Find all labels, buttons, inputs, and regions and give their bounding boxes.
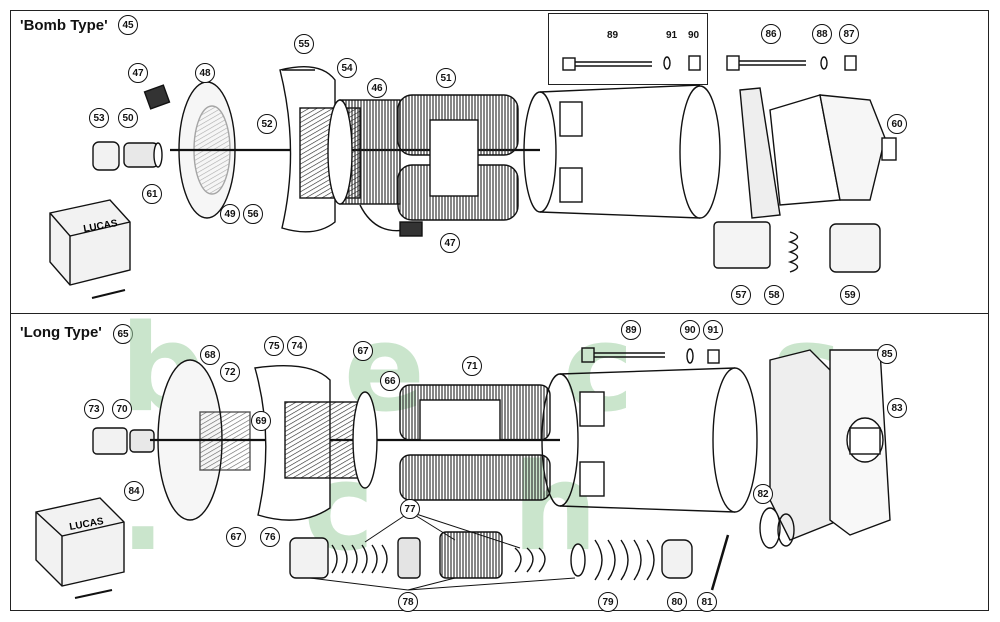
nut-91: [707, 349, 720, 364]
callout-68: 68: [200, 345, 220, 365]
armature-66: [284, 391, 378, 489]
callout-48: 48: [195, 63, 215, 83]
inset-box: [548, 13, 708, 85]
yoke-long: [541, 367, 758, 513]
sleeve-78: [289, 537, 329, 579]
callout-53: 53: [89, 108, 109, 128]
callout-79: 79: [598, 592, 618, 612]
bush-53: [92, 141, 120, 171]
callout-73: 73: [84, 399, 104, 419]
callout-77: 77: [400, 499, 420, 519]
drive-bracket-85: [769, 349, 891, 541]
callout-69: 69: [251, 411, 271, 431]
screw: [91, 289, 126, 299]
through-bolt-89: [581, 347, 665, 363]
callout-58: 58: [764, 285, 784, 305]
inset-label-89: 89: [607, 30, 619, 41]
collar-78: [397, 537, 421, 579]
inset-label-90: 90: [688, 30, 700, 41]
callout-74: 74: [287, 336, 307, 356]
inset-washer: [663, 56, 671, 70]
spring-77b: [514, 547, 546, 573]
nut-87: [844, 55, 857, 71]
callout-55: 55: [294, 34, 314, 54]
inset-label-91: 91: [666, 30, 678, 41]
field-coils-51: [397, 94, 519, 221]
callout-72: 72: [220, 362, 240, 382]
section-ref-bomb: 45: [118, 15, 138, 35]
spring-79: [594, 539, 655, 581]
callout-86: 86: [761, 24, 781, 44]
nut-80: [661, 539, 693, 579]
yoke: [523, 84, 721, 219]
callout-52: 52: [257, 114, 277, 134]
callout-67b: 67: [226, 527, 246, 547]
bush-50: [123, 142, 163, 168]
field-coils-71: [399, 384, 551, 501]
callout-56: 56: [243, 204, 263, 224]
callout-81: 81: [697, 592, 717, 612]
section-title-long: 'Long Type': [20, 324, 102, 341]
callout-82: 82: [753, 484, 773, 504]
callout-70: 70: [112, 399, 132, 419]
inset-bolt: [562, 57, 652, 71]
section-ref-long: 65: [113, 324, 133, 344]
callout-66: 66: [380, 371, 400, 391]
through-bolt-86: [726, 55, 806, 71]
split-pin-81: [710, 534, 730, 591]
callout-47: 47: [128, 63, 148, 83]
callout-67: 67: [353, 341, 373, 361]
callout-78: 78: [398, 592, 418, 612]
section-divider: [10, 313, 989, 314]
callout-91: 91: [703, 320, 723, 340]
screw-long: [74, 589, 113, 599]
callout-75: 75: [264, 336, 284, 356]
callout-84: 84: [124, 481, 144, 501]
pinion-57: [713, 221, 771, 269]
washer-90: [686, 348, 694, 364]
callout-49: 49: [220, 204, 240, 224]
callout-54: 54: [337, 58, 357, 78]
callout-87: 87: [839, 24, 859, 44]
callout-90: 90: [680, 320, 700, 340]
spring-77: [331, 544, 388, 574]
callout-61: 61: [142, 184, 162, 204]
callout-47b: 47: [440, 233, 460, 253]
callout-88: 88: [812, 24, 832, 44]
callout-89: 89: [621, 320, 641, 340]
callout-57: 57: [731, 285, 751, 305]
section-title-bomb: 'Bomb Type': [20, 17, 108, 34]
inset-nut: [688, 55, 701, 71]
lucas-box-84: [35, 497, 125, 587]
spring-58: [787, 231, 799, 273]
callout-50: 50: [118, 108, 138, 128]
drive-end-bracket: [739, 87, 897, 219]
callout-51: 51: [436, 68, 456, 88]
callout-76: 76: [260, 527, 280, 547]
callout-59: 59: [840, 285, 860, 305]
callout-83: 83: [887, 398, 907, 418]
callout-85: 85: [877, 344, 897, 364]
pinion-59: [829, 223, 881, 273]
lucas-box-61: [49, 199, 131, 286]
terminal-47: [399, 221, 423, 237]
armature-46: [299, 99, 401, 205]
brush-47: [143, 84, 171, 110]
washer-88: [820, 56, 828, 70]
callout-80: 80: [667, 592, 687, 612]
callout-71: 71: [462, 356, 482, 376]
callout-46: 46: [367, 78, 387, 98]
bush-73: [92, 427, 128, 455]
washer-82: [759, 507, 781, 549]
callout-60: 60: [887, 114, 907, 134]
